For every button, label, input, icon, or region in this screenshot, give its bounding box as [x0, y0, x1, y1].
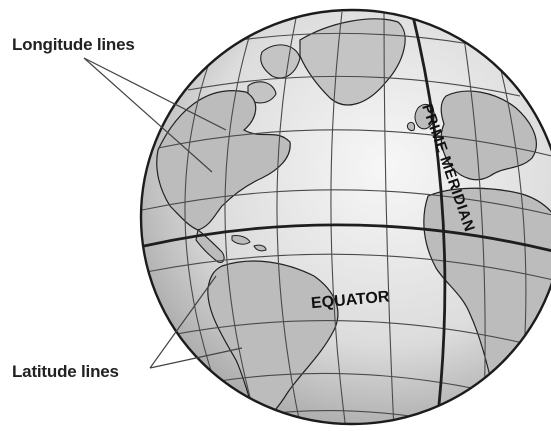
longitude-lines-label: Longitude lines: [12, 35, 135, 55]
latitude-lines-label: Latitude lines: [12, 362, 119, 382]
